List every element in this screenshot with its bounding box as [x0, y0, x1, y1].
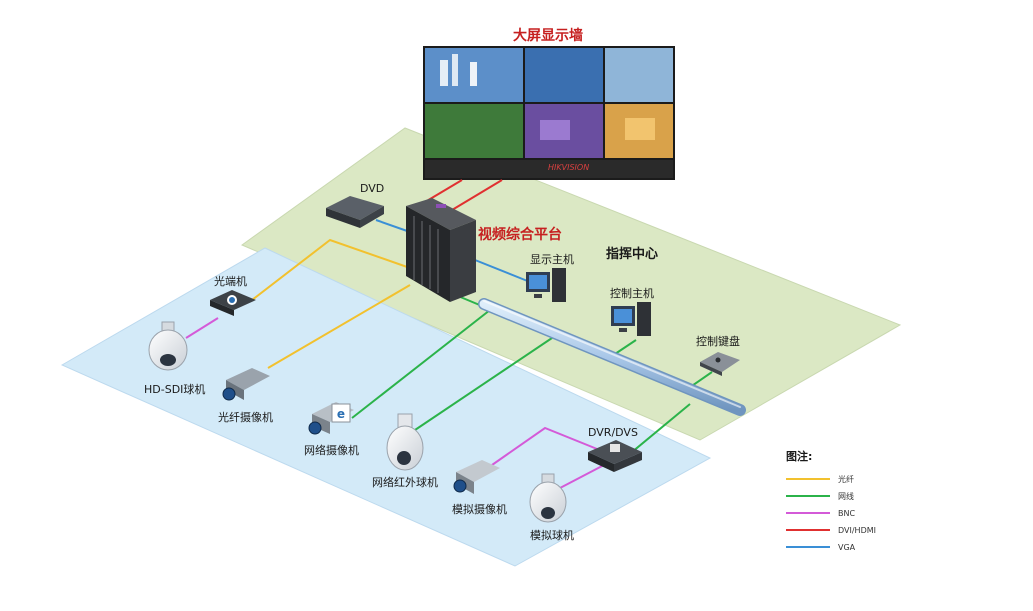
cable-vga-dvd [375, 219, 411, 233]
hdsdi-dome-camera [148, 321, 188, 371]
dvd-label: DVD [360, 182, 384, 195]
legend-label-vga: VGA [838, 543, 856, 552]
control-host-label: 控制主机 [610, 286, 654, 300]
brand-label: HIKVISION [548, 163, 589, 172]
control-keyboard-label: 控制键盘 [696, 334, 740, 348]
hdsdi-dome-label: HD-SDI球机 [144, 382, 205, 396]
legend-label-bnc: BNC [838, 509, 855, 518]
video-platform-device [406, 198, 476, 302]
analog-camera-label: 模拟摄像机 [452, 502, 507, 516]
analog-camera [453, 460, 500, 494]
control-keyboard-device [700, 352, 740, 376]
legend-label-network: 网线 [838, 491, 854, 501]
legend-label-dvi: DVI/HDMI [838, 526, 876, 535]
legend-label-fiber: 光纤 [838, 474, 854, 484]
ir-dome-camera [386, 413, 424, 471]
dvr-label: DVR/DVS [588, 426, 638, 439]
dvr-device [588, 440, 642, 472]
cable-vga-display [469, 257, 531, 283]
cable-bnc-analog-camera [491, 426, 613, 466]
legend-title: 图注: [786, 449, 812, 463]
analog-dome-label: 模拟球机 [530, 528, 574, 542]
cable-bnc-hdsdi [185, 317, 219, 339]
svg-text:e: e [337, 407, 345, 421]
cable-dvi-2 [451, 179, 503, 211]
control-host-device [611, 302, 651, 336]
fiber-camera-label: 光纤摄像机 [218, 410, 273, 424]
fiber-camera [222, 368, 270, 401]
cable-net-ir-dome [411, 337, 553, 433]
optical-terminal-label: 光端机 [214, 274, 247, 288]
cable-net-camera [351, 309, 491, 419]
network-backbone [478, 298, 746, 416]
display-host-device [526, 268, 566, 302]
cable-fiber-camera [267, 284, 411, 369]
network-camera: e [308, 402, 354, 435]
legend: 图注: 光纤 网线 BNC DVI/HDMI VGA [786, 449, 876, 552]
platform-label: 视频综合平台 [478, 226, 562, 243]
cable-bnc-analog-dome [559, 464, 605, 489]
video-wall-title: 大屏显示墙 [513, 27, 583, 44]
cable-fiber-optical-terminal [251, 238, 411, 301]
optical-terminal-device [210, 290, 256, 316]
cable-net-dvr [631, 403, 691, 453]
cable-net-platform [457, 295, 483, 307]
video-wall: HIKVISION [423, 46, 675, 180]
ir-dome-label: 网络红外球机 [372, 475, 438, 489]
display-host-label: 显示主机 [530, 252, 574, 266]
command-center-label: 指挥中心 [606, 246, 658, 262]
dvd-device [326, 196, 384, 228]
analog-dome-camera [529, 473, 567, 523]
network-camera-label: 网络摄像机 [304, 443, 359, 457]
